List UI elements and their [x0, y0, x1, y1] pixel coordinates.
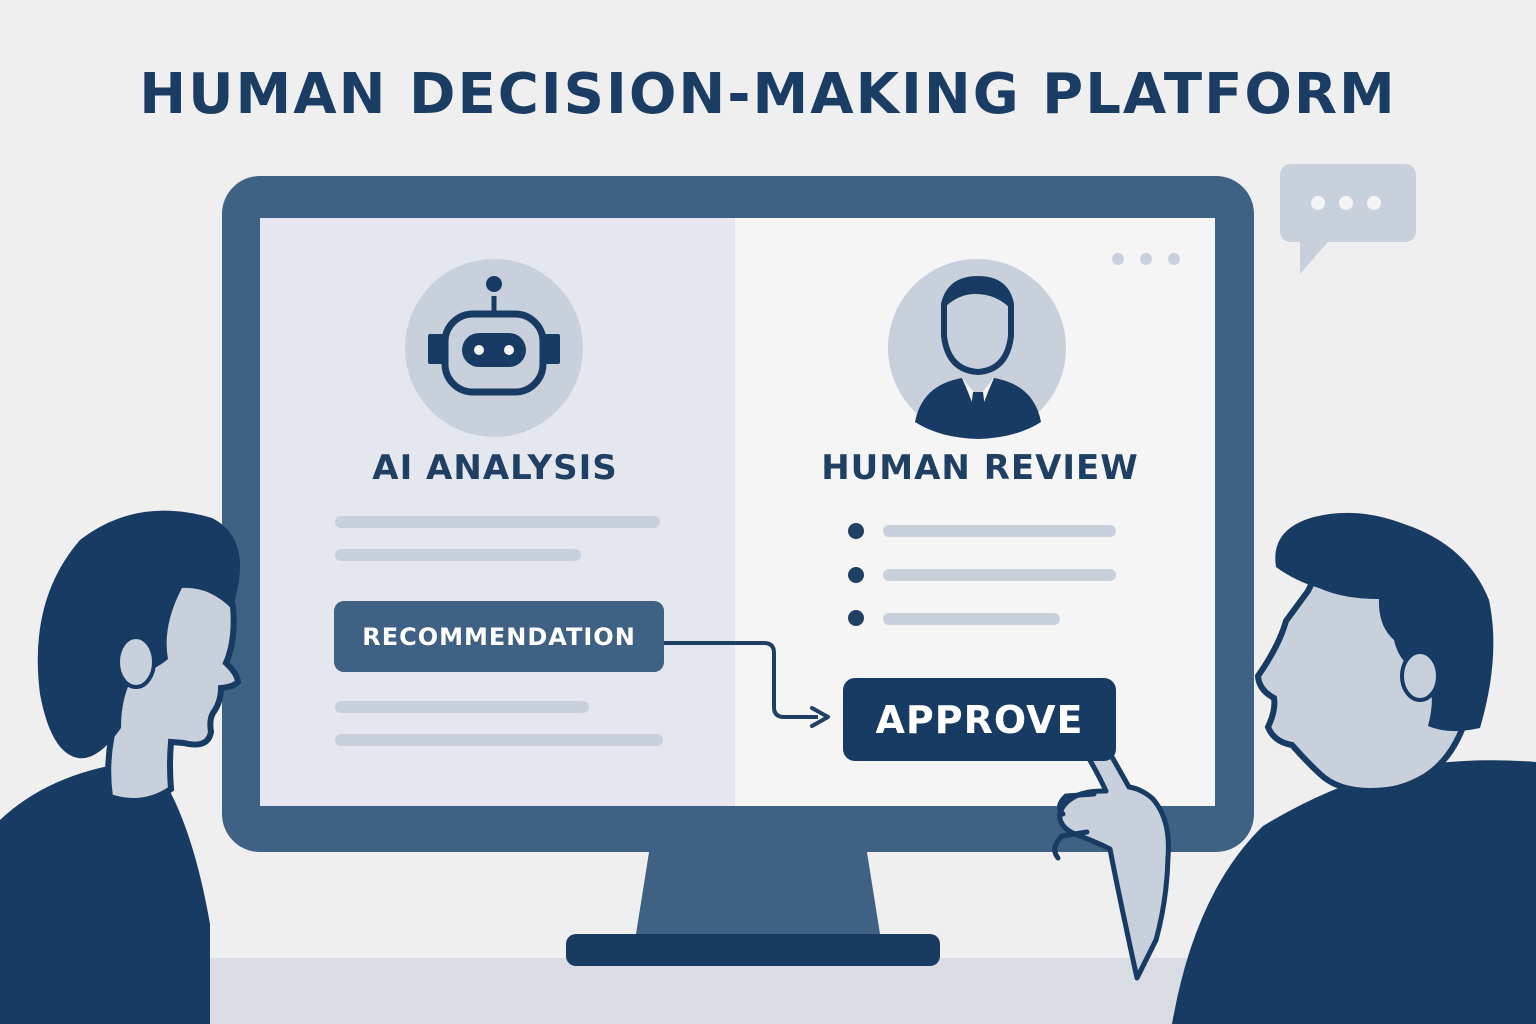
- recommendation-button-label: RECOMMENDATION: [362, 622, 636, 651]
- recommendation-to-approve-arrow: [664, 641, 830, 728]
- more-dots-icon: [1112, 253, 1180, 265]
- person-icon: [915, 275, 1041, 439]
- monitor-stand: [636, 846, 880, 934]
- woman-figure: [0, 510, 242, 1024]
- human-review-title: HUMAN REVIEW: [821, 448, 1139, 488]
- ai-analysis-text-lines: [335, 516, 663, 746]
- recommendation-button[interactable]: RECOMMENDATION: [334, 601, 664, 672]
- man-figure: [1052, 512, 1536, 1024]
- approve-button[interactable]: APPROVE: [843, 678, 1116, 761]
- page-title: HUMAN DECISION-MAKING PLATFORM: [139, 62, 1397, 127]
- chat-bubble-icon: [1280, 164, 1416, 274]
- human-review-list: [848, 523, 1116, 626]
- ai-analysis-title: AI ANALYSIS: [372, 448, 618, 488]
- approve-button-label: APPROVE: [875, 697, 1084, 742]
- robot-icon: [428, 276, 560, 396]
- monitor-base: [566, 934, 940, 966]
